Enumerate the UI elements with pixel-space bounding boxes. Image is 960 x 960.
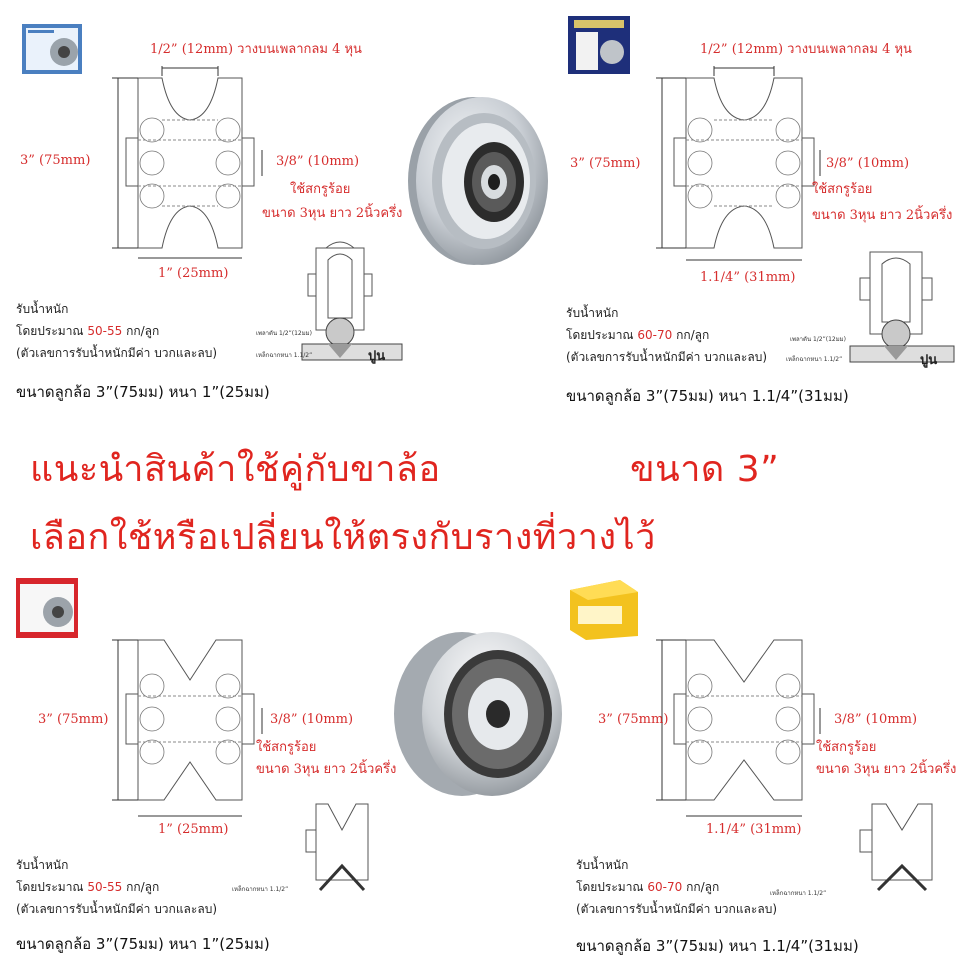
- tl-rail-cement: ปูน: [368, 349, 386, 364]
- tr-load-prefix: โดยประมาณ: [566, 328, 638, 342]
- bl-bolt-dim: 3/8” (10mm): [270, 712, 354, 727]
- bl-bolt-note1: ใช้สกรูร้อย: [256, 740, 317, 755]
- tl-rail-note2: เหล็กฉากหนา 1.1/2”: [256, 352, 313, 359]
- br-rail-note2: เหล็กฉากหนา 1.1/2”: [770, 890, 827, 897]
- tl-width-dim: 1” (25mm): [158, 266, 229, 281]
- tl-height-dim: 3” (75mm): [20, 153, 91, 168]
- tl-rail-note1: เพลาตัน 1/2”(12มม): [256, 330, 312, 337]
- v-groove-wheel-photo: [394, 632, 562, 796]
- bl-load-note: (ตัวเลขการรับน้ำหนักมีค่า บวกและลบ): [16, 902, 217, 916]
- tr-height-dim: 3” (75mm): [570, 156, 641, 171]
- blue-product-box-icon: [22, 24, 82, 74]
- tr-rail-cement: ปูน: [920, 353, 938, 368]
- tr-load-unit: กก/ลูก: [672, 328, 710, 342]
- u-groove-wheel-photo: [408, 97, 548, 265]
- bl-rail-note2: เหล็กฉากหนา 1.1/2”: [232, 886, 289, 893]
- bl-load-prefix: โดยประมาณ: [16, 880, 88, 894]
- tr-bolt-note1: ใช้สกรูร้อย: [812, 182, 873, 197]
- tl-load-unit: กก/ลูก: [122, 324, 160, 338]
- bl-load-value: 50-55: [87, 880, 123, 894]
- tl-load-note: (ตัวเลขการรับน้ำหนักมีค่า บวกและลบ): [16, 346, 217, 360]
- tr-load-value: 60-70: [637, 328, 673, 342]
- tr-bolt-dim: 3/8” (10mm): [826, 156, 910, 171]
- bl-bolt-note2: ขนาด 3หุน ยาว 2นิ้วครึ่ง: [256, 762, 397, 777]
- br-load-unit: กก/ลูก: [682, 880, 720, 894]
- tl-load-title: รับน้ำหนัก: [16, 302, 69, 316]
- bl-load-title: รับน้ำหนัก: [16, 858, 69, 872]
- tr-caption: ขนาดลูกล้อ 3”(75มม) หนา 1.1/4”(31มม): [566, 387, 849, 405]
- tr-top-dim: 1/2” (12mm) วางบนเพลากลม 4 หุน: [700, 42, 912, 57]
- br-height-dim: 3” (75mm): [598, 712, 669, 727]
- bl-height-dim: 3” (75mm): [38, 712, 109, 727]
- br-bolt-note1: ใช้สกรูร้อย: [816, 740, 877, 755]
- tl-wheel-drawing: [112, 66, 263, 259]
- tl-bolt-dim: 3/8” (10mm): [276, 154, 360, 169]
- tl-top-dim: 1/2” (12mm) วางบนเพลากลม 4 หุน: [150, 42, 362, 57]
- tl-load-line: โดยประมาณ 50-55 กก/ลูก: [16, 322, 159, 340]
- br-load-line: โดยประมาณ 60-70 กก/ลูก: [576, 878, 719, 896]
- tr-bolt-note2: ขนาด 3หุน ยาว 2นิ้วครึ่ง: [812, 208, 953, 223]
- tl-rail-drawing: [301, 241, 403, 361]
- tr-load-title: รับน้ำหนัก: [566, 306, 619, 320]
- br-load-prefix: โดยประมาณ: [576, 880, 648, 894]
- headline-size: ขนาด 3”: [630, 449, 780, 490]
- br-load-note: (ตัวเลขการรับน้ำหนักมีค่า บวกและลบ): [576, 902, 777, 916]
- bl-load-line: โดยประมาณ 50-55 กก/ลูก: [16, 878, 159, 896]
- br-width-dim: 1.1/4” (31mm): [706, 822, 802, 837]
- bl-rail-drawing: [305, 803, 369, 892]
- tr-load-note: (ตัวเลขการรับน้ำหนักมีค่า บวกและลบ): [566, 350, 767, 364]
- tr-rail-drawing: [849, 251, 955, 363]
- br-bolt-note2: ขนาด 3หุน ยาว 2นิ้วครึ่ง: [816, 762, 957, 777]
- bl-load-unit: กก/ลูก: [122, 880, 160, 894]
- tr-width-dim: 1.1/4” (31mm): [700, 270, 796, 285]
- br-bolt-dim: 3/8” (10mm): [834, 712, 918, 727]
- tr-wheel-drawing: [656, 66, 821, 261]
- br-load-title: รับน้ำหนัก: [576, 858, 629, 872]
- tl-load-value: 50-55: [87, 324, 123, 338]
- br-caption: ขนาดลูกล้อ 3”(75มม) หนา 1.1/4”(31มม): [576, 937, 859, 955]
- tr-load-line: โดยประมาณ 60-70 กก/ลูก: [566, 326, 709, 344]
- bl-caption: ขนาดลูกล้อ 3”(75มม) หนา 1”(25มม): [16, 935, 270, 953]
- tl-caption: ขนาดลูกล้อ 3”(75มม) หนา 1”(25มม): [16, 383, 270, 401]
- navy-product-box-icon: [568, 16, 630, 74]
- red-product-box-icon: [16, 578, 78, 638]
- tl-load-prefix: โดยประมาณ: [16, 324, 88, 338]
- tl-bolt-note1: ใช้สกรูร้อย: [290, 182, 351, 197]
- br-wheel-drawing: [656, 639, 821, 817]
- headline-line2: เลือกใช้หรือเปลี่ยนให้ตรงกับรางที่วางไว้: [30, 517, 656, 558]
- tr-rail-note1: เพลาตัน 1/2”(12มม): [790, 336, 846, 343]
- tr-rail-note2: เหล็กฉากหนา 1.1/2”: [786, 356, 843, 363]
- headline-line1: แนะนำสินค้าใช้คู่กับขาล้อ: [30, 449, 441, 490]
- yellow-product-box-icon: [570, 580, 638, 640]
- bl-wheel-drawing: [112, 639, 263, 817]
- tl-bolt-note2: ขนาด 3หุน ยาว 2นิ้วครึ่ง: [262, 206, 403, 221]
- bl-width-dim: 1” (25mm): [158, 822, 229, 837]
- br-load-value: 60-70: [647, 880, 683, 894]
- br-rail-drawing: [859, 803, 933, 892]
